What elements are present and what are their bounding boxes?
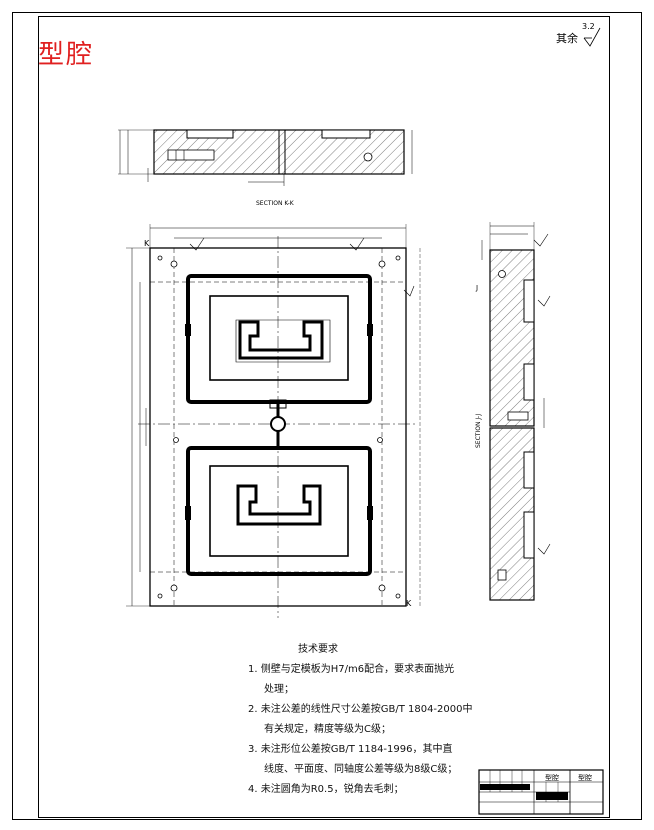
title-block-name: 型腔: [545, 774, 559, 782]
title-block: [478, 769, 604, 815]
section-jj-label: SECTION J-J: [475, 414, 482, 448]
section-view-kk: [118, 129, 413, 186]
tech-line-7: 4. 未注圆角为R0.5，锐角去毛刺；: [248, 784, 404, 795]
roughness-value: 3.2: [582, 22, 595, 31]
tech-line-1: 1. 侧壁与定模板为H7/m6配合，要求表面抛光: [248, 664, 455, 675]
tech-line-3: 2. 未注公差的线性尺寸公差按GB/T 1804-2000中: [248, 704, 473, 715]
k-marker-left: K: [144, 239, 150, 248]
page-title: 型腔: [38, 40, 95, 70]
roughness-symbol: [583, 27, 601, 47]
k-marker-right: K: [406, 599, 412, 608]
drawing-frame: [38, 16, 610, 818]
tech-line-4: 有关规定，精度等级为C级；: [264, 724, 391, 735]
plan-view: [126, 224, 421, 618]
section-view-jj: [481, 222, 551, 601]
roughness-label: 其余: [556, 32, 578, 45]
roughness-note: 其余 3.2: [556, 22, 595, 46]
tech-heading: 技术要求: [298, 644, 338, 655]
section-kk-label: SECTION K-K: [256, 200, 295, 207]
j-marker: J: [475, 284, 478, 292]
tech-line-5: 3. 未注形位公差按GB/T 1184-1996，其中直: [248, 744, 453, 755]
tech-line-2: 处理；: [264, 684, 294, 695]
tech-line-6: 线度、平面度、同轴度公差等级为8级C级；: [264, 764, 458, 775]
outer-border: [12, 12, 642, 820]
title-block-drawing-no: 型腔: [578, 774, 592, 782]
